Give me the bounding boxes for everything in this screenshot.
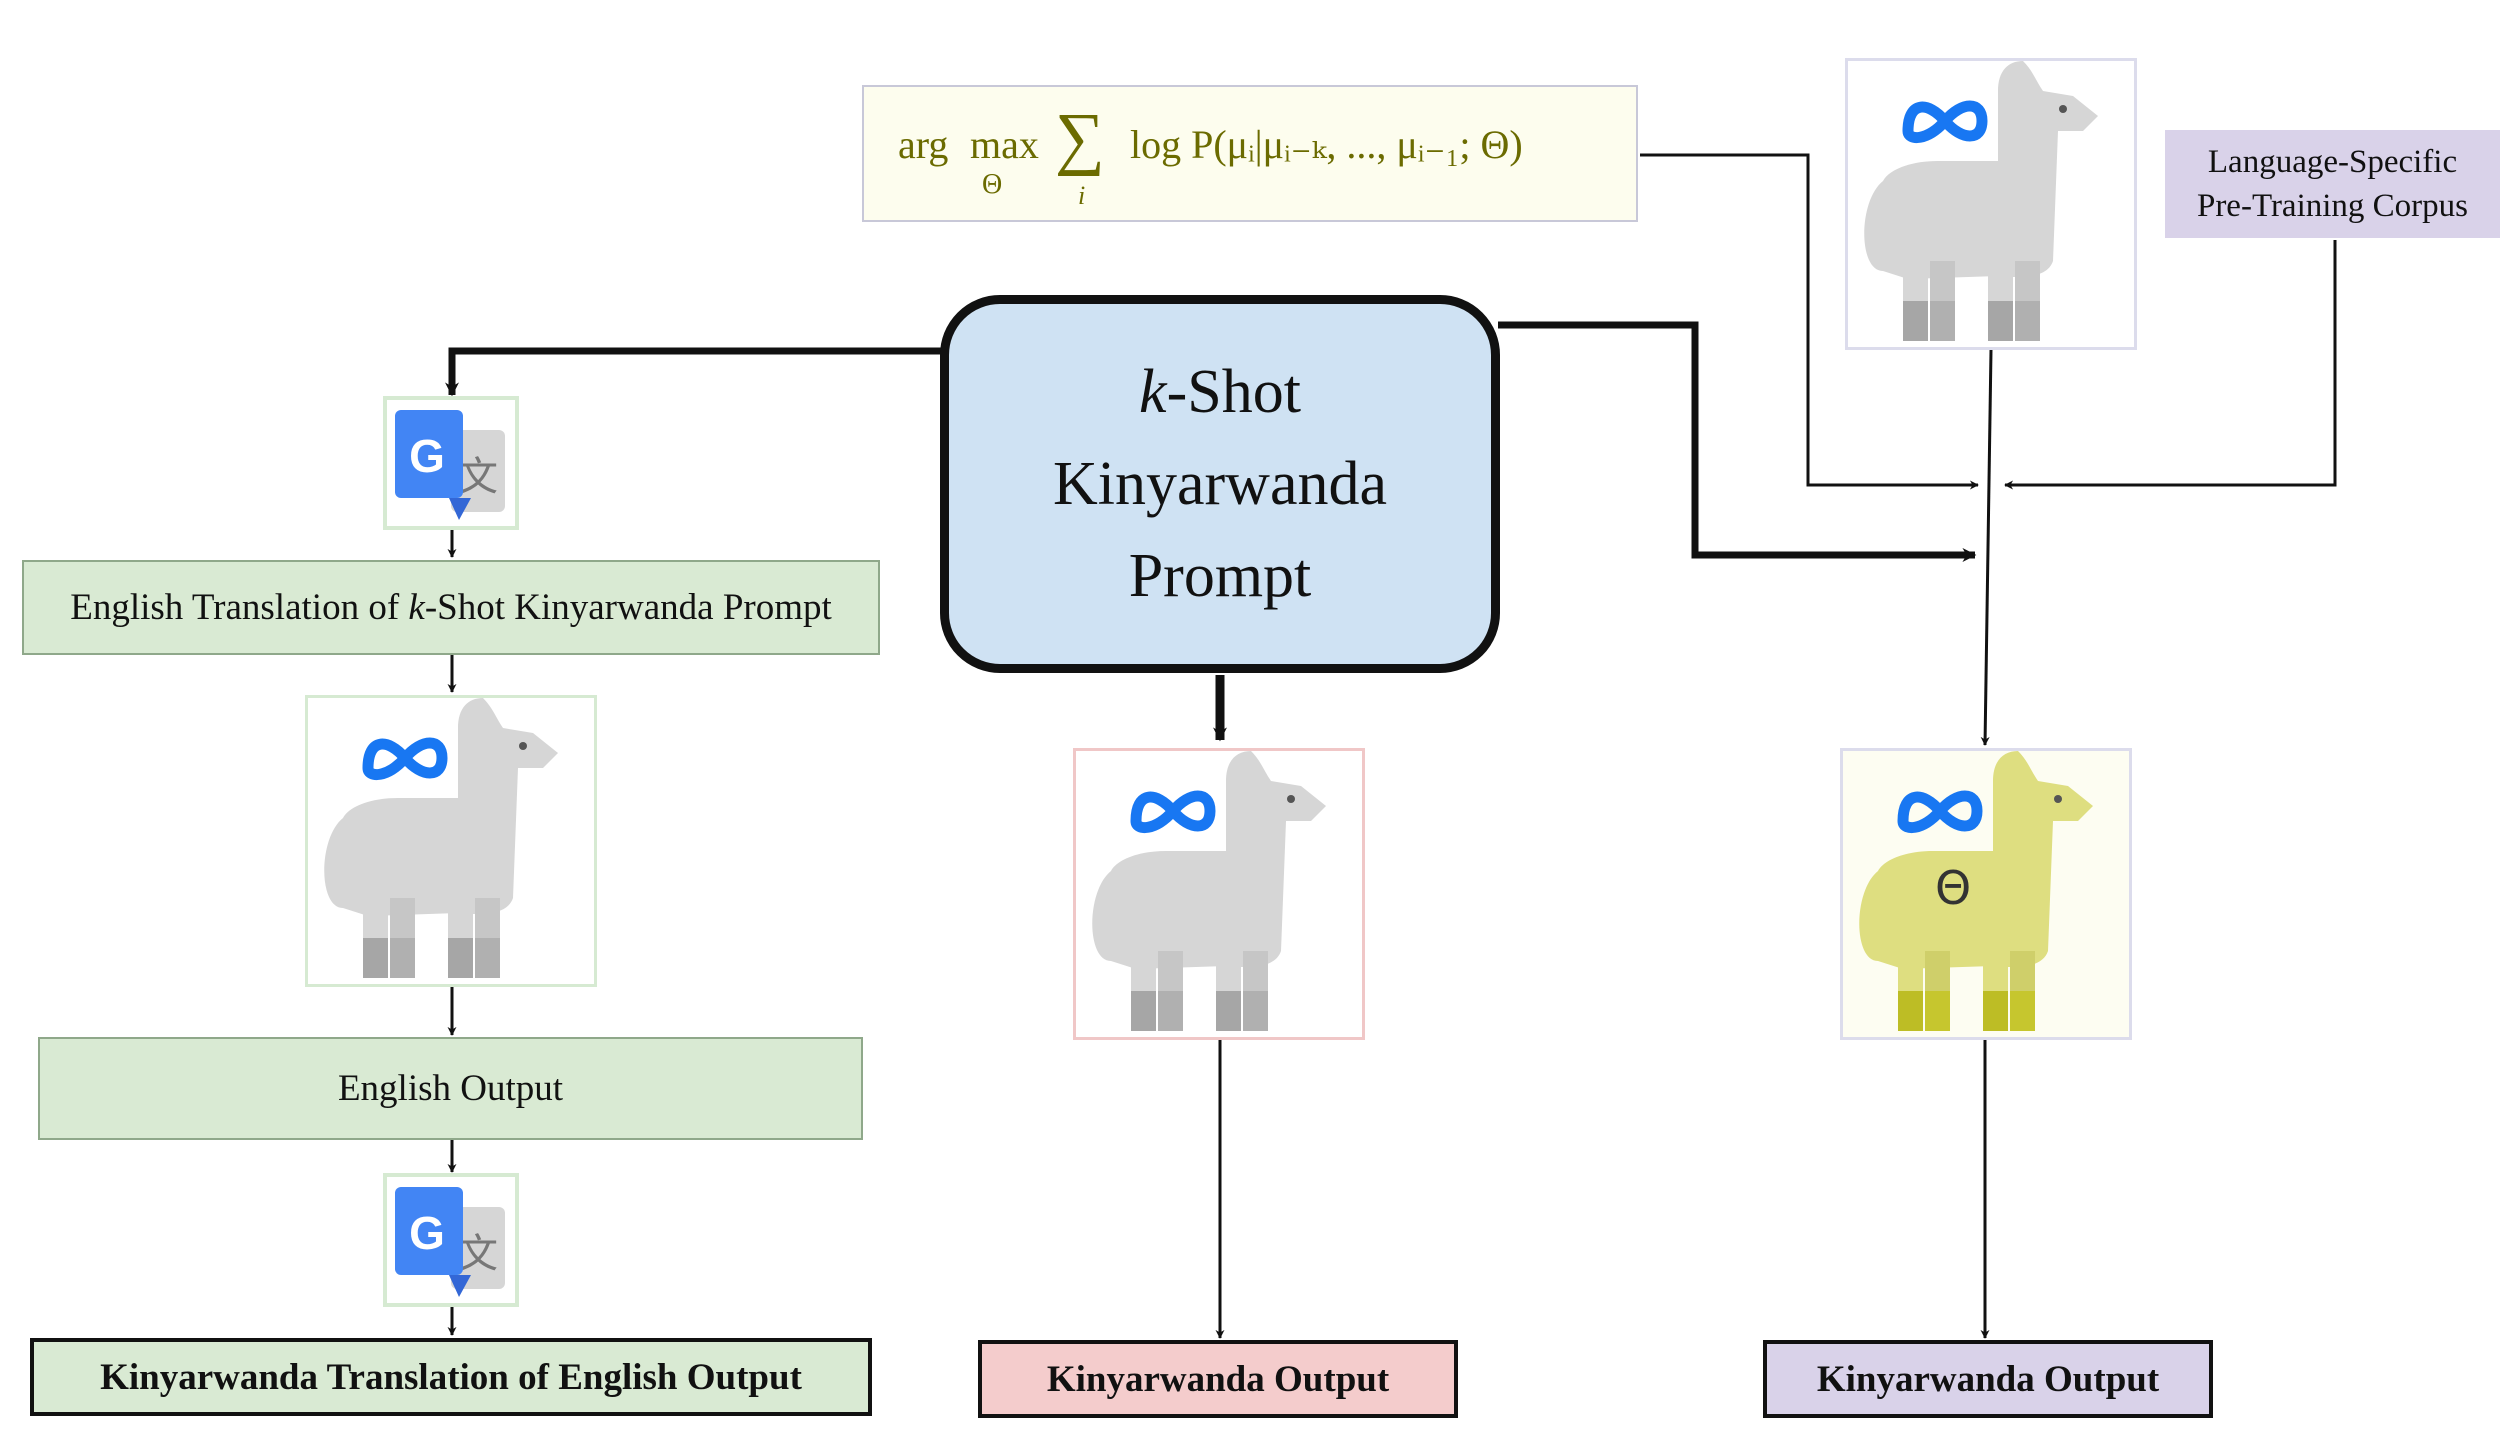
formula-arg: arg [898, 121, 949, 167]
svg-text:G: G [409, 1207, 445, 1259]
formula-sigma: ∑ [1055, 99, 1105, 177]
translation-label-pre: English Translation of [70, 587, 409, 628]
prompt-k: k [1139, 358, 1167, 426]
llama-icon [324, 698, 558, 978]
prompt-line2: Kinyarwanda [1053, 450, 1387, 518]
prompt-line1: k-Shot [1139, 346, 1301, 438]
prompt-line3: Prompt [1128, 542, 1312, 610]
google-translate-frame-1: 文 G [383, 396, 519, 530]
english-output-label: English Output [337, 1068, 564, 1109]
google-translate-frame-2: 文 G [383, 1173, 519, 1307]
llama-icon [1092, 751, 1326, 1031]
formula-i-sub: i [1078, 180, 1086, 210]
svg-text:文: 文 [458, 454, 498, 500]
llama-frame-left [305, 695, 597, 987]
prompt-shot: -Shot [1166, 358, 1301, 426]
arrow-prompt-to-right-merge [1498, 321, 1977, 562]
arrow-formula-to-merge [1640, 153, 1979, 490]
svg-text:G: G [409, 430, 445, 482]
google-translate-icon: 文 G [395, 1187, 505, 1297]
google-translate-icon: 文 G [395, 410, 505, 520]
formula-expression: log P(μᵢ|μᵢ₋ₖ, ..., μᵢ₋₁; Θ) [1130, 121, 1523, 167]
meta-logo-icon [1902, 100, 1988, 143]
llama-icon [1864, 61, 2098, 341]
middle-output-label: Kinyarwanda Output [1046, 1358, 1390, 1400]
corpus-line1: Language-Specific [2207, 144, 2458, 180]
right-output-label: Kinyarwanda Output [1816, 1358, 2160, 1400]
kinyarwanda-translation-output: Kinyarwanda Translation of English Outpu… [30, 1338, 872, 1416]
meta-logo-icon [1897, 790, 1983, 833]
svg-text:文: 文 [458, 1231, 498, 1277]
right-kinyarwanda-output: Kinyarwanda Output [1763, 1340, 2213, 1418]
formula-theta-sub: Θ [982, 168, 1003, 200]
final-output-label: Kinyarwanda Translation of English Outpu… [100, 1356, 802, 1398]
formula-max: max [970, 121, 1039, 167]
tuned-llama-icon [1859, 751, 2093, 1031]
english-output-box: English Output [38, 1037, 863, 1140]
translation-label-post: -Shot Kinyarwanda Prompt [424, 587, 832, 628]
llama-frame-tuned: Θ [1840, 748, 2132, 1040]
corpus-line2: Pre-Training Corpus [2196, 188, 2469, 224]
k-shot-prompt: k-Shot Kinyarwanda Prompt [940, 295, 1500, 673]
arrow-prompt-to-left-translate [445, 347, 945, 397]
objective-formula: arg max Θ ∑ i log P(μᵢ|μᵢ₋ₖ, ..., μᵢ₋₁; … [862, 85, 1638, 222]
meta-logo-icon [1130, 790, 1216, 833]
pretraining-corpus: Language-Specific Pre-Training Corpus [2165, 130, 2500, 238]
translation-label-k: k [408, 587, 425, 628]
llama-frame-middle [1073, 748, 1365, 1040]
theta-label: Θ [1935, 861, 1972, 915]
middle-kinyarwanda-output: Kinyarwanda Output [978, 1340, 1458, 1418]
arrow-corpus-to-merge [2004, 240, 2337, 490]
english-translation-label: English Translation of k-Shot Kinyarwand… [22, 560, 880, 655]
meta-logo-icon [362, 737, 448, 780]
llama-frame-base [1845, 58, 2137, 350]
arrow-top-llama-to-tuned-llama [1980, 349, 1993, 746]
